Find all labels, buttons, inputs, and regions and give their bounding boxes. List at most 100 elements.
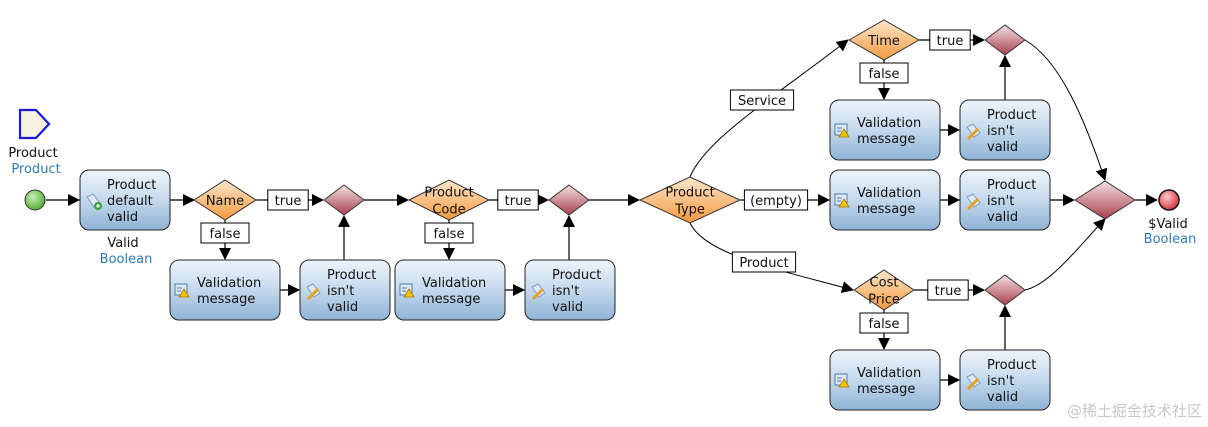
activity-box <box>829 99 941 161</box>
end-event-circle <box>1158 189 1180 211</box>
flow-label-box <box>424 222 474 244</box>
flow-label-service[interactable]: Service <box>729 89 795 111</box>
decision-diamond <box>847 19 921 61</box>
merge-m5[interactable] <box>984 274 1026 306</box>
change-variable-icon <box>531 283 546 301</box>
flow-label-true[interactable]: true <box>927 279 969 301</box>
decision-diamond <box>193 179 257 221</box>
decision-d1[interactable]: Name <box>193 179 257 221</box>
sequence-flow[interactable] <box>1024 39 1108 181</box>
flow-label-box <box>729 89 795 111</box>
flow-label-text: false <box>869 67 900 82</box>
activity-box <box>959 349 1051 411</box>
activity-label-line: valid <box>987 390 1018 405</box>
decision-label-line: Price <box>868 293 900 308</box>
flow-label-text: true <box>275 194 302 209</box>
validation-message-icon <box>834 373 850 388</box>
activity-label-line: valid <box>327 300 358 315</box>
activity-label-line: Product <box>327 268 376 283</box>
flow-label-box <box>200 222 250 244</box>
validation-message-icon <box>399 283 415 298</box>
flow-label-text: true <box>935 284 962 299</box>
activity-label-line: Validation <box>857 366 921 381</box>
merge-m1[interactable] <box>323 184 365 216</box>
activity-label-line: Validation <box>857 186 921 201</box>
flow-label-box <box>731 251 797 273</box>
flow-label-text: Service <box>738 94 786 109</box>
flow-label-false[interactable]: false <box>200 222 250 244</box>
activity-box <box>524 259 616 321</box>
activity-label-line: Product <box>987 358 1036 373</box>
flow-label-false[interactable]: false <box>424 222 474 244</box>
flow-labels: truefalsetruefalseService(empty)Productt… <box>200 29 971 334</box>
flow-label-false[interactable]: false <box>859 312 909 334</box>
parameter-type: Product <box>11 162 60 177</box>
start-event[interactable] <box>24 189 46 211</box>
activity-label-line: isn't <box>987 124 1014 139</box>
sequence-flow[interactable] <box>1024 218 1106 291</box>
activity-output-variable: Valid <box>107 236 138 251</box>
end-event-return-type: Boolean <box>1144 232 1197 247</box>
flow-label-box <box>929 29 971 51</box>
flow-label-empty[interactable]: (empty) <box>743 189 809 211</box>
activity-label-line: isn't <box>987 194 1014 209</box>
flow-label-text: false <box>210 227 241 242</box>
flow-label-false[interactable]: false <box>859 62 909 84</box>
flow-label-true[interactable]: true <box>497 189 539 211</box>
activity-box <box>959 169 1051 231</box>
parameter-name: Product <box>8 146 57 161</box>
decision-label-line: Type <box>674 203 705 218</box>
activity-label-line: valid <box>987 140 1018 155</box>
activity-label-line: isn't <box>987 374 1014 389</box>
change-variable-icon <box>306 283 321 301</box>
merge-m3[interactable] <box>984 24 1026 56</box>
flow-label-text: false <box>434 227 465 242</box>
flow-label-box <box>859 312 909 334</box>
change-object-icon <box>86 193 102 210</box>
activity-box <box>959 99 1051 161</box>
activity-label-line: Validation <box>857 116 921 131</box>
activity-label-line: Validation <box>197 276 261 291</box>
decision-label-line: Cost <box>870 276 899 291</box>
activity-label-line: isn't <box>552 284 579 299</box>
flow-label-text: true <box>505 194 532 209</box>
decision-label-line: Name <box>206 194 244 209</box>
flow-label-true[interactable]: true <box>929 29 971 51</box>
flow-label-text: Product <box>739 256 788 271</box>
merge-m4[interactable] <box>1074 180 1136 220</box>
flow-label-product[interactable]: Product <box>731 251 797 273</box>
activity-box <box>299 259 391 321</box>
decision-d4[interactable]: Time <box>847 19 921 61</box>
watermark: @稀土掘金技术社区 <box>1066 402 1202 420</box>
flow-label-true[interactable]: true <box>267 189 309 211</box>
activity-label-line: Product <box>987 108 1036 123</box>
activity-output-type: Boolean <box>100 252 153 267</box>
activity-label-line: valid <box>107 210 138 225</box>
decision-diamond <box>853 269 915 311</box>
activity-label-line: default <box>107 194 153 209</box>
decision-label-line: Code <box>432 203 465 218</box>
decision-diamond <box>638 176 742 224</box>
activity-label-line: Product <box>987 178 1036 193</box>
activity-label-line: message <box>857 132 915 147</box>
decision-diamond <box>407 179 491 221</box>
merge-m2[interactable] <box>548 184 590 216</box>
sequence-flow[interactable] <box>689 39 849 178</box>
